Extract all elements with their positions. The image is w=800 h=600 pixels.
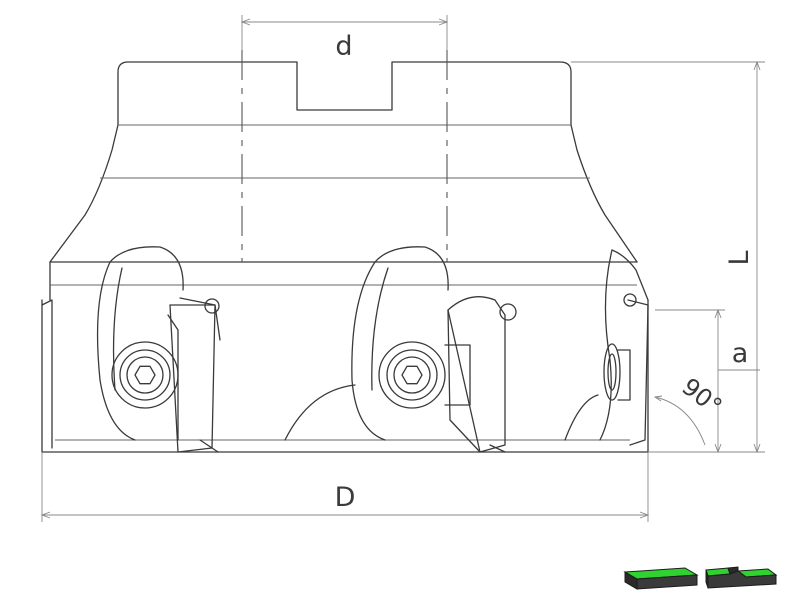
label-angle: 90° [677, 373, 728, 421]
label-L: L [724, 250, 755, 265]
chip-pocket-left [41, 246, 184, 449]
insert-left [167, 297, 221, 453]
insert-right [617, 293, 649, 446]
insert-stepped-icon [705, 566, 778, 589]
chip-pocket-center [284, 246, 449, 441]
label-a: a [732, 338, 749, 369]
angle-90: 90° [653, 373, 728, 446]
screw-center [378, 341, 446, 409]
insert-double-sided-icon [623, 567, 699, 590]
dimension-a: a [655, 308, 760, 454]
label-D: D [335, 482, 356, 513]
dimension-D: D [40, 452, 650, 522]
insert-center [444, 296, 517, 453]
dimension-d: d [240, 15, 449, 62]
chip-pocket-right [564, 249, 649, 441]
dimension-L: L [571, 60, 765, 454]
cutter-body [41, 61, 649, 453]
label-d: d [335, 31, 352, 62]
bore-hidden-lines [241, 50, 448, 262]
screw-right [603, 343, 621, 401]
screw-left [111, 341, 179, 409]
